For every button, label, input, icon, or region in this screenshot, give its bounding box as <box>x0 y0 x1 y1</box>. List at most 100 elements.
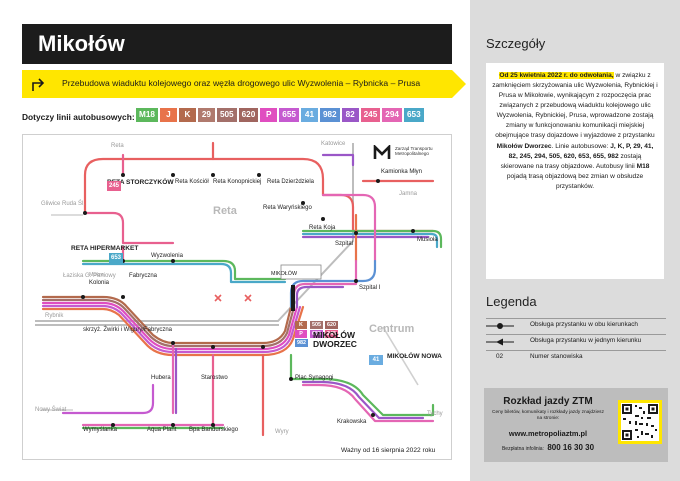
dir-reta: Reta <box>111 143 124 149</box>
notice-text: Przebudowa wiaduktu kolejowego oraz węzł… <box>62 78 421 88</box>
stop-reta-konopnickiej: Reta Konopnickiej <box>213 179 262 185</box>
route-655 <box>41 304 302 354</box>
route-map-svg <box>35 141 443 437</box>
dir-lozisko: Łaziska G. Paniowy <box>63 273 116 279</box>
stop-reta-waryriskiego: Reta Waryńskiego <box>263 205 312 211</box>
details-heading: Szczegóły <box>486 36 546 51</box>
stop-wyzwolenia: Wyzwolenia <box>151 253 183 259</box>
legend-both-directions: Obsługa przystanku w obu kierunkach <box>486 318 666 332</box>
dir-mokre: Mokre <box>89 272 104 278</box>
route-82-center <box>295 285 345 309</box>
route-294 <box>321 193 377 263</box>
ztm-info-box: Rozkład jazdy ZTM Ceny biletów, komunika… <box>484 388 668 462</box>
line-badge-653[interactable]: 653 <box>403 108 424 122</box>
district-reta: Reta <box>213 205 237 217</box>
detour-arrow-icon <box>32 78 45 91</box>
stop-reta-hipermarket: RETA HIPERMARKET <box>71 245 139 252</box>
route-505 <box>41 298 296 348</box>
ztm-logo-icon <box>373 145 391 159</box>
line-badge-655[interactable]: 655 <box>279 108 299 122</box>
route-krakowska-82 <box>301 380 425 420</box>
stop-plac-synagogi: Plac Synagogi <box>295 375 334 381</box>
route-line-245 <box>83 211 175 245</box>
details-body-4: pojadą trasą objazdową bez zmian w obsłu… <box>506 172 644 190</box>
ztm-logo-text: Zarząd Transportu Metropolitalnego <box>395 146 433 157</box>
ztm-title: Rozkład jazdy ZTM <box>503 396 593 407</box>
notice-arrow <box>452 70 466 98</box>
legend-one-direction: Obsługa przystanku w jednym kierunku <box>486 334 666 348</box>
legend-heading: Legenda <box>486 294 537 309</box>
stop-mikolow-dworzec: MIKOŁÓW DWORZEC <box>313 330 357 350</box>
dir-gliwice: Gliwice Ruda Śl. <box>41 201 86 207</box>
mikolow-station-box <box>280 264 322 280</box>
dworzec-badge-655: 655 <box>310 330 323 338</box>
both-directions-icon <box>486 323 514 329</box>
line-badge-294[interactable]: 294 <box>382 108 402 122</box>
dworzec-platform <box>291 285 295 311</box>
dir-jamna: Jamna <box>399 191 418 197</box>
ztm-url-link[interactable]: www.metropoliaztm.pl <box>508 429 588 438</box>
line-badge-620[interactable]: 620 <box>238 108 259 122</box>
stop-bpa-bandurskiego: Bpa Bandurskiego <box>189 427 239 433</box>
district-centrum: Centrum <box>369 323 415 335</box>
title-bar: Mikołów <box>22 24 452 64</box>
legend-stand-number: 02 Numer stanowiska <box>486 350 666 364</box>
line-badge-k[interactable]: K <box>178 108 196 122</box>
route-line-red <box>83 157 325 215</box>
route-map: Zarząd Transportu Metropolitalnego Reta … <box>22 134 452 460</box>
line-badge-505[interactable]: 505 <box>216 108 237 122</box>
dir-tychy: Tychy <box>427 411 443 417</box>
line-badge-m18[interactable]: M18 <box>136 108 158 122</box>
line-badge-j[interactable]: J <box>159 108 177 122</box>
route-653-west <box>81 262 287 284</box>
dworzec-badge-620: 620 <box>325 321 338 329</box>
closure-marks <box>214 294 252 302</box>
one-direction-icon <box>486 338 514 346</box>
route-tychy <box>421 403 435 417</box>
details-body-1: w związku z zamknięciem skrzyżowania uli… <box>492 72 658 140</box>
dworzec-badge-982: 982 <box>295 339 308 347</box>
stop-musiola: Musioła <box>417 237 438 243</box>
details-highlight: Od 25 kwietnia 2022 r. do odwołania, <box>499 72 614 79</box>
line-badge-82[interactable]: 82 <box>341 108 359 122</box>
dworzec-badge-k: K <box>295 321 307 329</box>
qr-code-icon[interactable] <box>618 400 662 444</box>
page-title: Mikołów <box>38 31 125 56</box>
ztm-phone-label: Bezpłatna infolinia: <box>501 446 544 452</box>
details-body-2: . Linie autobusowe: <box>551 142 609 150</box>
dir-katowice: Katowice <box>321 141 346 147</box>
route-katowice <box>321 153 355 167</box>
line-badge-245[interactable]: 245 <box>360 108 381 122</box>
legend-text-one: Obsługa przystanku w jednym kierunku <box>530 337 642 344</box>
stop-hubera: Hubera <box>151 375 171 381</box>
route-m18-west <box>81 259 287 281</box>
legend-text-stand: Numer stanowiska <box>530 353 583 360</box>
line-badge-982[interactable]: 982 <box>319 108 340 122</box>
stop-szpital-i: Szpital I <box>359 285 381 291</box>
ztm-subtitle: Ceny biletów, komunikaty i rozkłady jazd… <box>492 410 604 422</box>
station-label: MIKOŁÓW <box>271 271 298 277</box>
stop-wymyslanka: Wymyślanka <box>83 427 117 433</box>
stop-starostwo: Starostwo <box>201 375 228 381</box>
dworzec-badge-p: P <box>295 330 307 338</box>
route-653-east <box>301 232 439 249</box>
stop-markers <box>81 173 415 427</box>
stop-szpital: Szpital <box>335 241 354 247</box>
route-m18-east <box>301 229 443 249</box>
map-panel: Mikołów Przebudowa wiaduktu kolejowego o… <box>22 24 466 460</box>
details-bold-lines: J, K, P, 29, 41, 82, 245, 294, 505, 620,… <box>508 142 654 160</box>
stop-krakowska: Krakowska <box>337 419 367 425</box>
details-box: Od 25 kwietnia 2022 r. do odwołania, w z… <box>486 63 664 279</box>
details-bold-stop: Mikołów Dworzec <box>496 142 552 150</box>
line-badge-29[interactable]: 29 <box>197 108 215 122</box>
notice-banner: Przebudowa wiaduktu kolejowego oraz węzł… <box>22 70 466 98</box>
details-body-3: zostają skierowane na trasy objazdowe. A… <box>500 152 642 170</box>
dir-wyry: Wyry <box>275 429 289 435</box>
stop-reta-dzierzdziela: Reta Dzierżdziela <box>267 179 315 185</box>
details-bold-m18: M18 <box>636 162 650 170</box>
line-badge-41[interactable]: 41 <box>300 108 318 122</box>
stop-mikolow-nowa: MIKOŁÓW NOWA <box>387 353 442 360</box>
line-badge-p[interactable]: P <box>260 108 278 122</box>
stand-number-sample: 02 <box>496 353 504 360</box>
